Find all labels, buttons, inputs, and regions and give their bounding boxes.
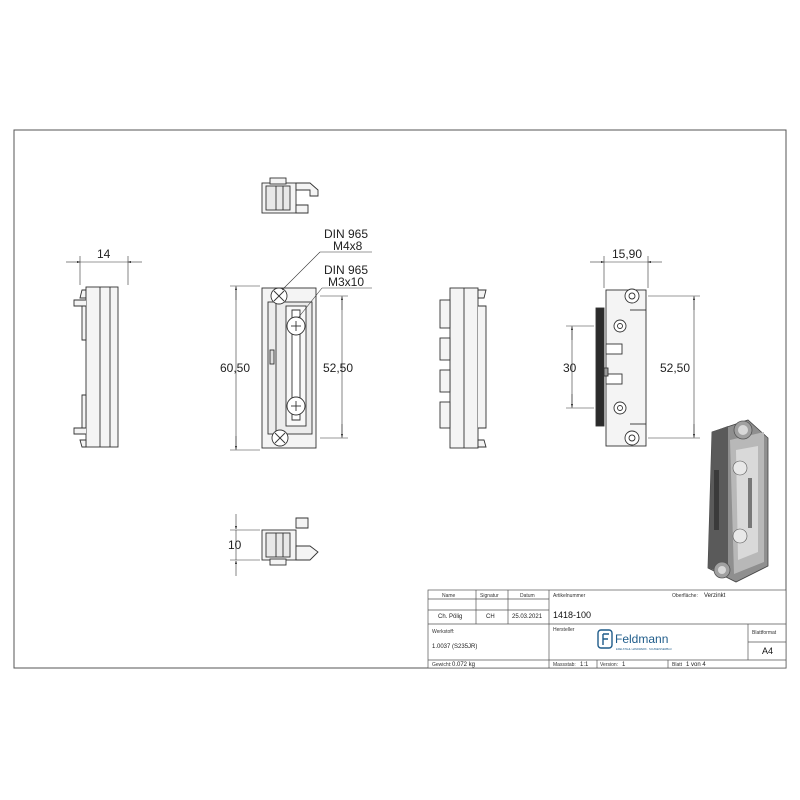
dim-width-back-label: 15,90 — [612, 247, 642, 261]
tb-name-value: Ch. Pölig — [438, 614, 462, 620]
dim-width-side — [66, 256, 142, 285]
tb-signature-value: CH — [486, 614, 495, 620]
dim-hole-spacing-back — [648, 295, 700, 439]
callout-screw-2-size: M3x10 — [328, 275, 364, 289]
top-view — [261, 177, 319, 214]
dim-width-back — [590, 256, 662, 288]
tb-header-name: Name — [442, 593, 456, 599]
dim-hole-spacing-front — [320, 295, 348, 439]
front-view-screws — [270, 287, 306, 447]
brand-name: Feldmann — [615, 632, 668, 646]
title-block — [427, 589, 787, 669]
tb-header-material: Werkstoff: — [432, 629, 454, 635]
tb-header-date: Datum — [520, 593, 535, 599]
tb-format-value: A4 — [762, 646, 773, 656]
tb-scale-value: 1:1 — [580, 662, 589, 668]
tb-date-value: 25.03.2021 — [512, 614, 543, 620]
tb-header-scale: Massstab: — [553, 662, 576, 668]
tb-header-surface: Oberfläche: — [672, 593, 698, 599]
tb-header-signature: Signatur — [480, 593, 499, 599]
dim-depth-bottom — [230, 514, 260, 576]
back-view — [595, 288, 647, 447]
dim-height-total-label: 60,50 — [220, 361, 250, 375]
tb-article-value: 1418-100 — [553, 610, 591, 620]
callout-screw-2-standard: DIN 965 — [324, 263, 368, 277]
front-view — [261, 287, 317, 449]
tb-header-version: Version: — [600, 662, 618, 668]
tb-header-article: Artikelnummer — [553, 593, 586, 599]
tb-weight-value: 0.072 kg — [452, 662, 475, 668]
dim-slot-height — [566, 325, 594, 409]
tb-sheet-value: 1 von 4 — [686, 662, 706, 668]
dim-hole-spacing-front-label: 52,50 — [323, 361, 353, 375]
isometric-render — [707, 419, 769, 583]
dim-hole-spacing-back-label: 52,50 — [660, 361, 690, 375]
callout-screw-1-size: M4x8 — [333, 239, 363, 253]
dim-width-side-label: 14 — [97, 247, 111, 261]
bottom-view — [261, 517, 319, 566]
brand-logo — [597, 629, 613, 649]
tb-version-value: 1 — [622, 662, 626, 668]
tb-header-sheet-format: Blattformat — [752, 630, 777, 636]
tb-surface-value: Verzinkt — [704, 593, 726, 599]
dim-height-total — [230, 285, 260, 451]
tb-header-manufacturer: Hersteller — [553, 627, 575, 633]
callout-leaders — [281, 251, 372, 319]
brand-tagline: EDELSTAHL HANDWERK · SCHWEISSERBAU — [616, 647, 672, 651]
left-side-view — [73, 286, 119, 448]
right-side-view — [439, 287, 487, 449]
tb-header-weight: Gewicht: — [432, 662, 451, 668]
tb-material-value: 1.0037 (S235JR) — [432, 644, 477, 650]
dim-depth-bottom-label: 10 — [228, 538, 242, 552]
callout-screw-1-standard: DIN 965 — [324, 227, 368, 241]
tb-header-sheet: Blatt — [672, 662, 683, 668]
dim-slot-height-label: 30 — [563, 361, 577, 375]
drawing-frame — [13, 129, 787, 669]
